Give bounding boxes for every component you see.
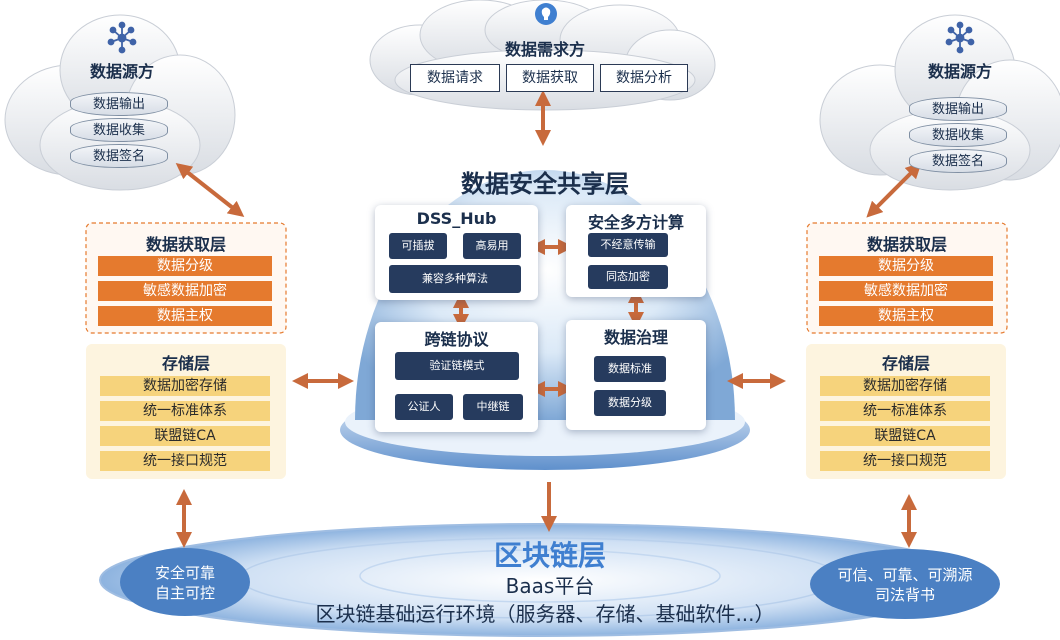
left-storage-layer: 存储层 数据加密存储 统一标准体系 联盟链CA 统一接口规范 [86,344,286,479]
mpc-item: 同态加密 [588,265,668,289]
blockchain-description: 区块链基础运行环境（服务器、存储、基础软件...） [315,602,775,626]
cross-chain-title: 跨链协议 [424,330,489,349]
network-icon [945,21,975,54]
cross-chain-item: 中继链 [463,394,523,420]
left-oval-text: 安全可靠 自主可控 [130,563,240,603]
left-acquire-item: 敏感数据加密 [98,281,272,301]
left-acquire-title: 数据获取层 [145,235,226,254]
right-oval-line: 可信、可靠、可溯源 [837,566,973,584]
right-source-item: 数据收集 [909,123,1007,147]
right-oval [810,549,1000,619]
left-acquire-frame [85,222,287,334]
governance-item: 数据分级 [594,390,666,416]
cross-chain-item: 公证人 [395,394,453,420]
right-storage-item: 数据加密存储 [820,376,990,396]
network-icon [107,21,137,54]
dss-hub-item: 可插拔 [389,233,447,259]
left-storage-item: 统一接口规范 [100,451,270,471]
lightbulb-icon [535,3,557,25]
right-acquire-item: 数据主权 [819,306,993,326]
blockchain-subtitle: Baas平台 [505,574,595,598]
left-source-item: 数据输出 [70,92,168,116]
right-oval-text: 可信、可靠、可溯源 司法背书 [815,565,995,605]
right-storage-title: 存储层 [881,354,930,373]
cross-chain-card: 跨链协议 验证链模式 公证人 中继链 [375,322,538,432]
right-storage-item: 统一接口规范 [820,451,990,471]
left-acquire-item: 数据分级 [98,256,272,276]
dss-hub-item: 兼容多种算法 [389,265,521,293]
dss-hub-title: DSS_Hub [416,209,497,228]
right-acquire-item: 敏感数据加密 [819,281,993,301]
right-source-item: 数据签名 [909,149,1007,173]
dss-hub-item: 高易用 [463,233,521,259]
left-oval-line: 自主可控 [154,584,215,602]
left-storage-item: 统一标准体系 [100,401,270,421]
mpc-item: 不经意传输 [588,233,668,257]
left-oval [120,548,250,616]
left-source-item: 数据收集 [70,118,168,142]
mpc-title: 安全多方计算 [587,213,684,232]
left-storage-item: 数据加密存储 [100,376,270,396]
governance-item: 数据标准 [594,356,666,382]
demand-item: 数据请求 [410,64,500,92]
right-storage-item: 统一标准体系 [820,401,990,421]
demand-item: 数据分析 [600,64,688,92]
left-source-db: 数据输出 数据收集 数据签名 [70,92,168,172]
left-source-item: 数据签名 [70,144,168,168]
demand-item: 数据获取 [506,64,594,92]
right-source-title: 数据源方 [927,62,992,81]
demand-title: 数据需求方 [504,40,585,59]
right-oval-line: 司法背书 [874,586,935,604]
governance-card: 数据治理 数据标准 数据分级 [566,320,706,430]
right-acquire-layer: 数据获取层 数据分级 敏感数据加密 数据主权 [807,223,1007,333]
left-storage-item: 联盟链CA [100,426,270,446]
right-acquire-title: 数据获取层 [866,235,947,254]
right-source-db: 数据输出 数据收集 数据签名 [909,97,1007,177]
dss-hub-card: DSS_Hub 可插拔 高易用 兼容多种算法 [375,205,538,300]
right-acquire-frame [806,222,1008,334]
left-acquire-item: 数据主权 [98,306,272,326]
share-layer-title: 数据安全共享层 [461,170,629,198]
right-storage-item: 联盟链CA [820,426,990,446]
right-acquire-item: 数据分级 [819,256,993,276]
left-storage-title: 存储层 [161,354,210,373]
arrow-right-source-acquire [866,162,922,218]
governance-title: 数据治理 [603,328,668,347]
mpc-card: 安全多方计算 不经意传输 同态加密 [566,205,706,297]
left-oval-line: 安全可靠 [154,564,215,582]
left-acquire-layer: 数据获取层 数据分级 敏感数据加密 数据主权 [86,223,286,333]
left-source-title: 数据源方 [89,62,154,81]
cross-chain-item: 验证链模式 [395,352,519,380]
right-storage-layer: 存储层 数据加密存储 统一标准体系 联盟链CA 统一接口规范 [806,344,1006,479]
right-source-item: 数据输出 [909,97,1007,121]
blockchain-title: 区块链层 [493,539,606,572]
arrow-left-source-acquire [175,163,245,217]
